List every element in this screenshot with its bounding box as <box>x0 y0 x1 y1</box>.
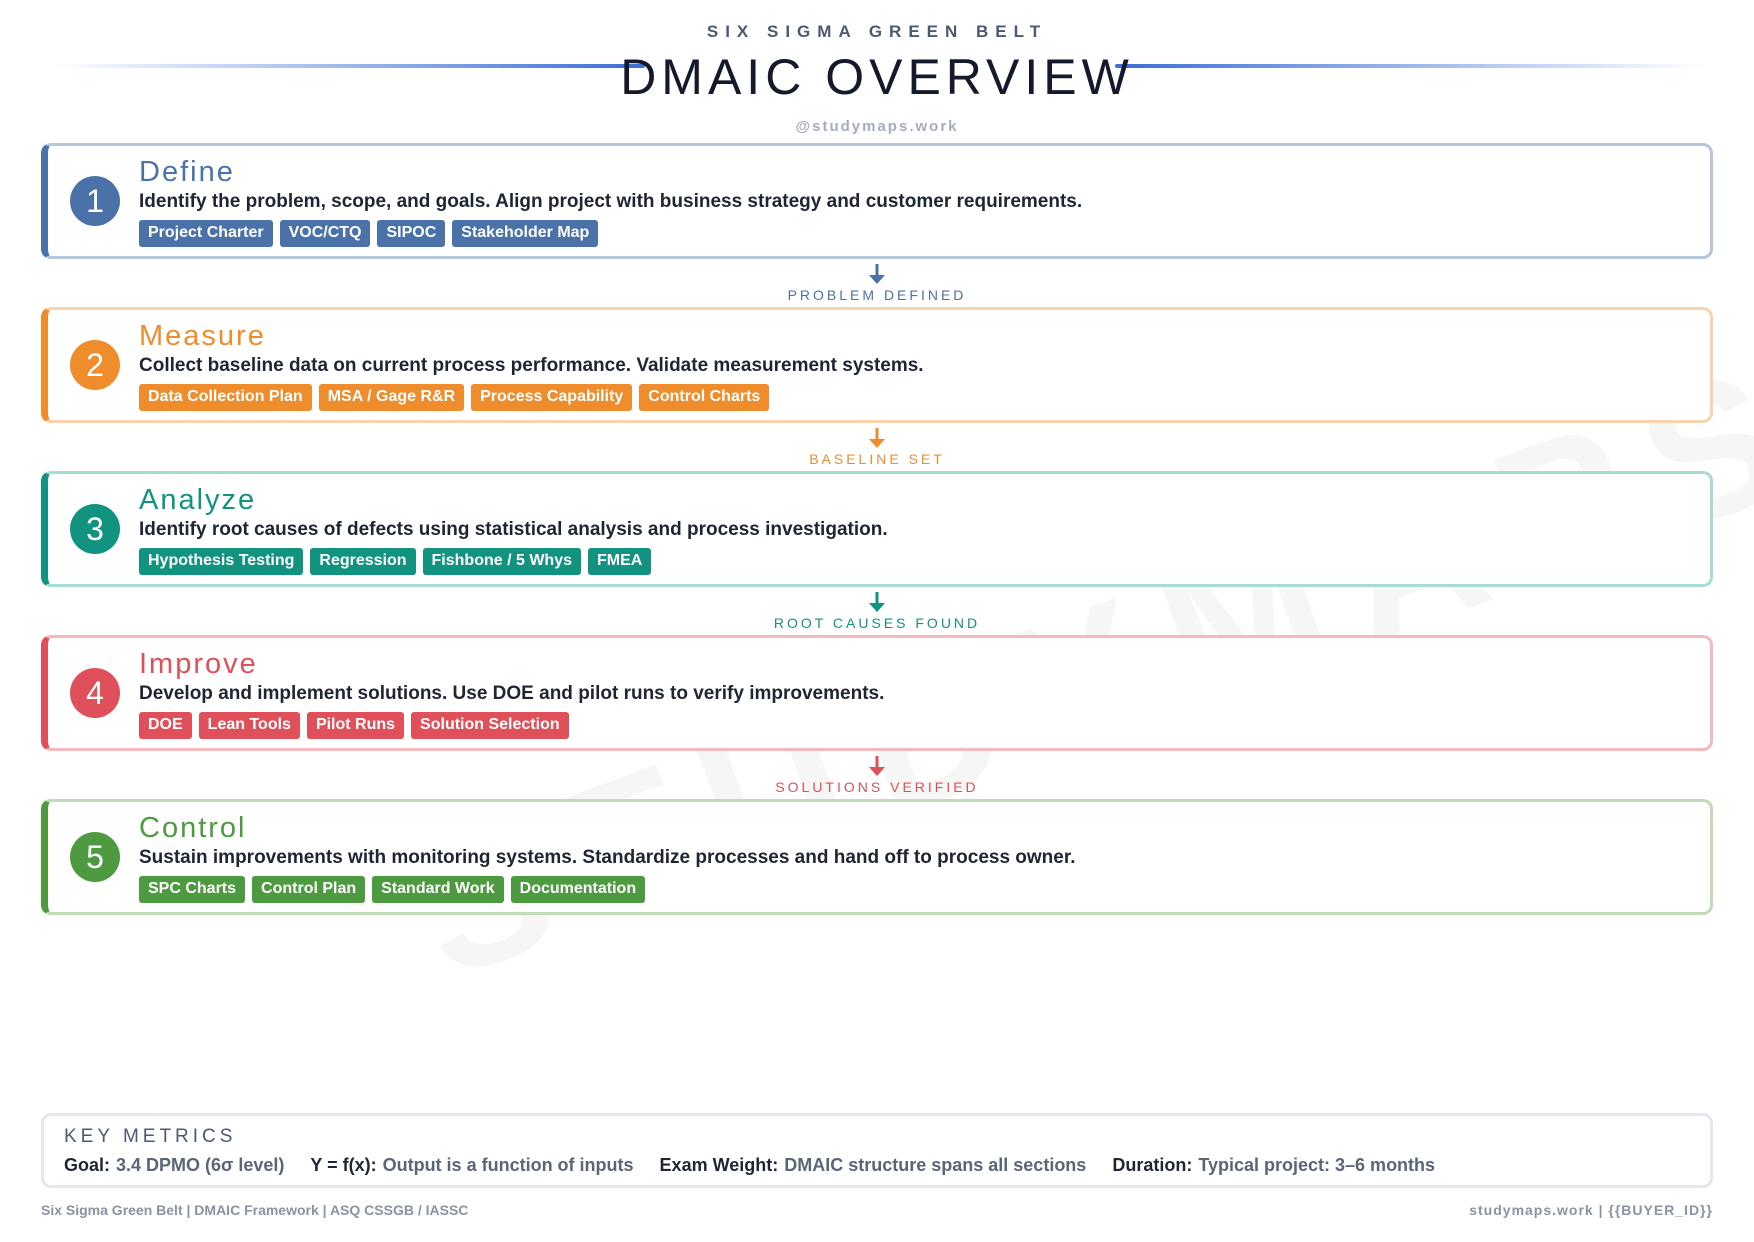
phase-number: 2 <box>70 340 120 390</box>
connector-label: PROBLEM DEFINED <box>787 287 967 303</box>
tool-tag: Documentation <box>510 876 646 903</box>
phase-connector: ROOT CAUSES FOUND <box>0 591 1754 639</box>
metric-item: Goal:3.4 DPMO (6σ level) <box>64 1155 284 1176</box>
phase-number: 3 <box>70 504 120 554</box>
metric-label: Y = f(x): <box>310 1155 377 1175</box>
connector-label: SOLUTIONS VERIFIED <box>775 779 979 795</box>
phase-description: Develop and implement solutions. Use DOE… <box>139 683 885 704</box>
connector-label: BASELINE SET <box>809 451 945 467</box>
tool-tag: Regression <box>310 548 416 575</box>
footer-right: studymaps.work | {{BUYER_ID}} <box>1469 1202 1713 1218</box>
metric-item: Duration:Typical project: 3–6 months <box>1112 1155 1435 1176</box>
tool-tag: Solution Selection <box>411 712 569 739</box>
phase-number: 5 <box>70 832 120 882</box>
phase-connector: SOLUTIONS VERIFIED <box>0 755 1754 803</box>
metric-value: 3.4 DPMO (6σ level) <box>116 1155 285 1175</box>
tool-tag: Fishbone / 5 Whys <box>422 548 581 575</box>
tool-tag: Lean Tools <box>198 712 300 739</box>
tool-tag: Pilot Runs <box>306 712 405 739</box>
arrow-down-icon <box>869 592 885 612</box>
phase-connector: BASELINE SET <box>0 427 1754 475</box>
tool-tag: VOC/CTQ <box>279 220 371 247</box>
arrow-down-icon <box>869 428 885 448</box>
metric-label: Goal: <box>64 1155 111 1175</box>
phase-name: Improve <box>139 648 258 680</box>
metrics-row: Goal:3.4 DPMO (6σ level) Y = f(x):Output… <box>64 1155 1435 1176</box>
phase-description: Sustain improvements with monitoring sys… <box>139 847 1076 868</box>
tool-tag: Standard Work <box>372 876 504 903</box>
metrics-title: KEY METRICS <box>64 1126 237 1147</box>
metric-value: Typical project: 3–6 months <box>1198 1155 1436 1175</box>
tool-tag: Control Plan <box>252 876 366 903</box>
tool-tag: DOE <box>139 712 192 739</box>
phase-description: Collect baseline data on current process… <box>139 355 924 376</box>
metric-item: Y = f(x):Output is a function of inputs <box>310 1155 633 1176</box>
arrow-down-icon <box>869 756 885 776</box>
phase-name: Analyze <box>139 484 257 516</box>
tool-tag: SPC Charts <box>139 876 246 903</box>
metric-item: Exam Weight:DMAIC structure spans all se… <box>660 1155 1087 1176</box>
phase-connector: PROBLEM DEFINED <box>0 263 1754 311</box>
tool-tag: Process Capability <box>471 384 633 411</box>
phase-name: Control <box>139 812 247 844</box>
footer-left: Six Sigma Green Belt | DMAIC Framework |… <box>41 1202 469 1218</box>
arrow-down-icon <box>869 264 885 284</box>
connector-label: ROOT CAUSES FOUND <box>773 615 981 631</box>
tool-tag: Data Collection Plan <box>139 384 312 411</box>
handle: @studymaps.work <box>795 118 959 135</box>
tool-tag: MSA / Gage R&R <box>318 384 465 411</box>
tool-tag: Hypothesis Testing <box>139 548 304 575</box>
header: SIX SIGMA GREEN BELT DMAIC OVERVIEW @stu… <box>0 0 1754 140</box>
tool-tag: Stakeholder Map <box>452 220 599 247</box>
key-metrics: KEY METRICS Goal:3.4 DPMO (6σ level) Y =… <box>41 1113 1713 1188</box>
tool-tag: Project Charter <box>139 220 273 247</box>
tool-tag: FMEA <box>588 548 652 575</box>
phase-name: Measure <box>139 320 266 352</box>
tool-tag: Control Charts <box>639 384 770 411</box>
metric-label: Duration: <box>1112 1155 1193 1175</box>
tool-tag: SIPOC <box>377 220 446 247</box>
phase-name: Define <box>139 156 235 188</box>
metric-value: DMAIC structure spans all sections <box>784 1155 1087 1175</box>
title-rule-left <box>55 64 645 68</box>
phase-number: 1 <box>70 176 120 226</box>
phase-number: 4 <box>70 668 120 718</box>
title-rule-right <box>1115 64 1705 68</box>
metric-value: Output is a function of inputs <box>382 1155 634 1175</box>
phase-description: Identify root causes of defects using st… <box>139 519 888 540</box>
metric-label: Exam Weight: <box>659 1155 779 1175</box>
phase-description: Identify the problem, scope, and goals. … <box>139 191 1083 212</box>
page-title: DMAIC OVERVIEW <box>620 49 1134 105</box>
kicker: SIX SIGMA GREEN BELT <box>706 22 1048 41</box>
